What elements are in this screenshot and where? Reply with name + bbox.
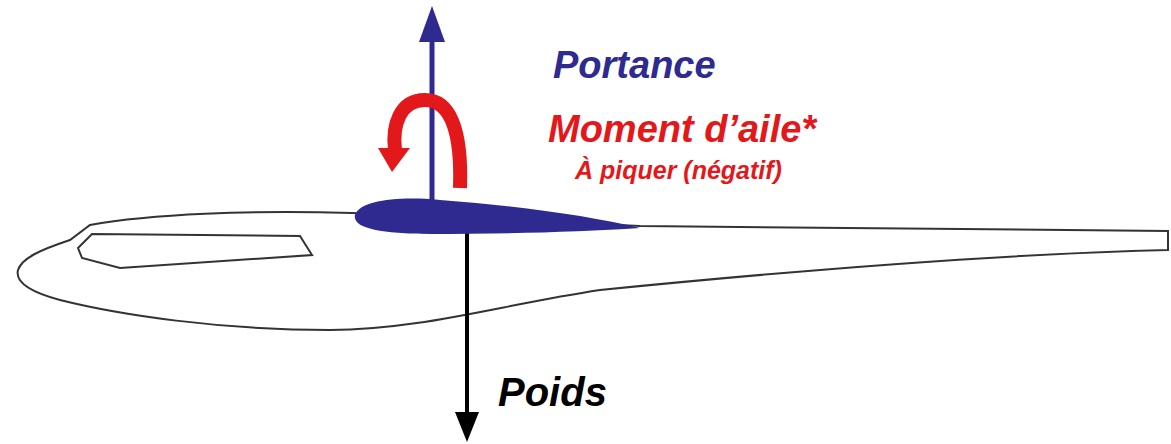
force-label: Portance — [553, 46, 716, 84]
canopy-outline — [78, 234, 312, 268]
force-label: Poids — [498, 372, 607, 412]
moment-arrow — [394, 100, 460, 188]
weight-arrow — [465, 228, 469, 420]
moment-label: Moment d’aile* — [548, 110, 816, 148]
moment-note: À piquer (négatif) — [575, 158, 782, 183]
wing-airfoil — [355, 199, 640, 234]
moment-arrowhead — [378, 148, 410, 172]
weight-arrowhead — [455, 412, 479, 442]
lift-arrowhead — [419, 6, 445, 42]
lift-arrow — [430, 35, 435, 205]
